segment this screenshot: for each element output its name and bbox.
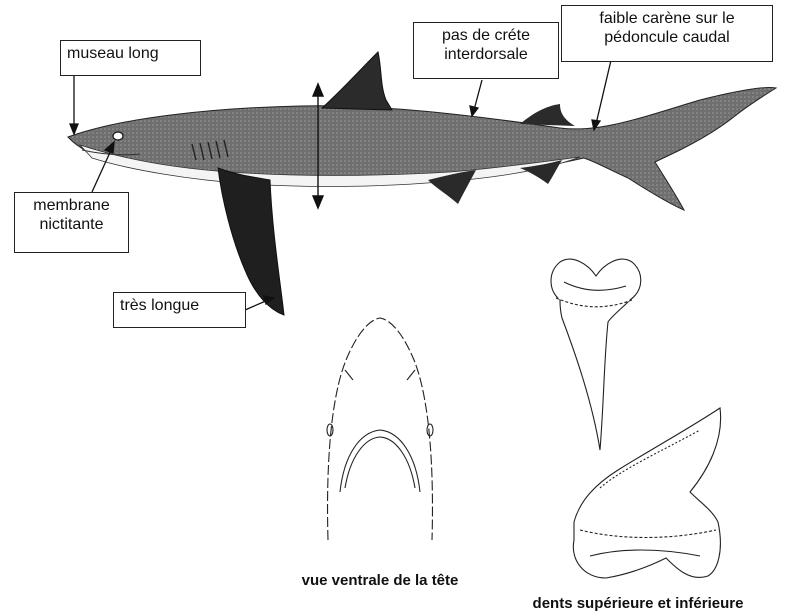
caption-head-view: vue ventrale de la tête <box>300 572 460 590</box>
label-membrane-nictitante: membrane nictitante <box>14 192 129 253</box>
label-text: très longue <box>120 297 199 314</box>
label-pas-de-crete: pas de créte interdorsale <box>413 22 559 79</box>
caption-text: dents supérieure et inférieure <box>533 595 744 612</box>
shark-body <box>68 88 776 211</box>
shark-side-view <box>68 52 776 315</box>
label-text: faible carène sur le pédoncule caudal <box>599 10 734 46</box>
dorsal-fin <box>322 52 392 110</box>
caption-teeth: dents supérieure et inférieure <box>488 595 788 613</box>
second-dorsal-fin <box>520 104 575 126</box>
label-text: museau long <box>67 45 159 62</box>
label-museau-long: museau long <box>60 40 201 76</box>
label-tres-longue: très longue <box>113 292 246 328</box>
label-text: membrane nictitante <box>33 197 109 233</box>
shark-eye <box>113 132 123 140</box>
upper-tooth <box>551 259 641 450</box>
lower-tooth <box>573 408 720 578</box>
ventral-head-view <box>327 318 433 540</box>
label-faible-carene: faible carène sur le pédoncule caudal <box>561 5 773 62</box>
label-text: pas de créte interdorsale <box>442 27 530 63</box>
caption-text: vue ventrale de la tête <box>302 572 459 589</box>
